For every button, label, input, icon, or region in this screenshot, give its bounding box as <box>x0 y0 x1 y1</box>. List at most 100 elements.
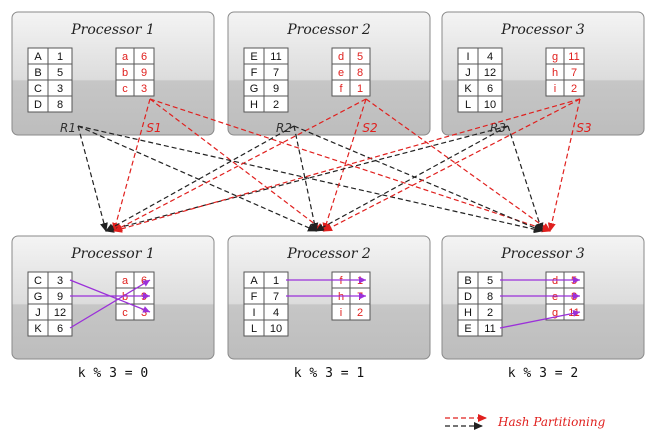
join-arrow <box>69 279 151 329</box>
s-table-cell <box>133 79 155 97</box>
shuffle-arrow-r3-to-p1 <box>105 125 509 233</box>
s-table-key: i <box>554 83 556 95</box>
r-table-key: G <box>34 291 43 303</box>
r-table-key: I <box>252 307 255 319</box>
processor-title: Processor 2 <box>286 22 371 38</box>
s-table-key: a <box>122 51 129 63</box>
r-table-cell <box>47 95 73 113</box>
r-table-value: 2 <box>273 99 279 111</box>
s-table-value: 8 <box>571 291 577 303</box>
r-table-cell <box>263 319 289 337</box>
shuffle-arrow-r1-to-p3 <box>77 125 543 234</box>
s-table-value: 9 <box>141 291 147 303</box>
r-table-value: 12 <box>54 307 66 319</box>
s-table-key: e <box>552 291 558 303</box>
r-table-value: 2 <box>487 307 493 319</box>
shuffle-arrow-r3-to-p2 <box>315 125 509 232</box>
r-table-key: G <box>250 83 259 95</box>
r-table-key: C <box>34 83 42 95</box>
s-table-key: b <box>122 67 128 79</box>
shuffle-arrow-s3-to-p3 <box>547 98 581 232</box>
shuffle-arrow-r1-to-p1 <box>77 125 108 232</box>
r-table-key: J <box>35 307 41 319</box>
s-table-value: 3 <box>141 307 147 319</box>
s-table-value: 7 <box>357 291 363 303</box>
s-table-value: 1 <box>357 275 363 287</box>
processor-title: Processor 1 <box>70 246 155 262</box>
s-table-value: 2 <box>357 307 363 319</box>
r-table-value: 12 <box>484 67 496 79</box>
r-table-value: 6 <box>487 83 493 95</box>
s-partition-label: S3 <box>576 121 591 135</box>
r-table-key: J <box>465 67 471 79</box>
s-table-key: d <box>552 275 558 287</box>
shuffle-arrow-s2-to-p2 <box>322 98 367 232</box>
s-table-cell <box>349 303 371 321</box>
join-arrow <box>499 309 581 329</box>
r-table-key: B <box>464 275 471 287</box>
r-table-value: 8 <box>487 291 493 303</box>
r-table-key: E <box>464 323 471 335</box>
s-table-cell <box>563 79 585 97</box>
r-table-key: F <box>251 67 258 79</box>
r-table-key: A <box>34 51 42 63</box>
r-table-value: 10 <box>270 323 282 335</box>
shuffle-arrow-s3-to-p2 <box>323 98 581 232</box>
r-table-value: 3 <box>57 83 63 95</box>
r-table-value: 4 <box>487 51 493 63</box>
s-table-value: 3 <box>141 83 147 95</box>
s-table-key: f <box>339 83 343 95</box>
r-table-value: 11 <box>270 51 281 63</box>
r-partition-label: R1 <box>60 121 76 135</box>
r-table-key: C <box>34 275 42 287</box>
r-table-key: L <box>465 99 471 111</box>
s-table-value: 7 <box>571 67 577 79</box>
processor-title: Processor 3 <box>500 246 585 262</box>
s-table-value: 8 <box>357 67 363 79</box>
s-table-key: c <box>122 307 128 319</box>
r-table-key: D <box>34 99 42 111</box>
s-table-key: i <box>340 307 342 319</box>
r-table: I 4J 12K 6L 10 <box>457 47 503 113</box>
r-table-key: D <box>464 291 472 303</box>
r-table-key: E <box>250 51 257 63</box>
s-table-key: b <box>122 291 128 303</box>
shuffle-arrow-r2-to-p3 <box>293 125 543 232</box>
shuffle-arrow-s1-to-p2 <box>149 98 325 232</box>
shuffle-arrow-s3-to-p1 <box>113 98 581 233</box>
r-table-value: 3 <box>57 275 63 287</box>
s-table-key: g <box>552 307 558 319</box>
r-table-value: 10 <box>484 99 496 111</box>
s-table-cell <box>349 79 371 97</box>
shuffle-arrow-r1-to-p2 <box>77 125 317 232</box>
s-table-value: 2 <box>571 83 577 95</box>
partition-caption: k % 3 = 1 <box>294 366 364 381</box>
processor-title: Processor 2 <box>286 246 371 262</box>
r-table-value: 1 <box>57 51 63 63</box>
s-table-value: 1 <box>357 83 363 95</box>
r-table-key: I <box>466 51 469 63</box>
r-table-value: 7 <box>273 67 279 79</box>
legend-label: Hash Partitioning <box>497 415 606 429</box>
s-partition-label: S1 <box>146 121 161 135</box>
s-table-key: g <box>552 51 558 63</box>
shuffle-arrow-r2-to-p1 <box>105 125 295 232</box>
r-table-key: F <box>251 291 258 303</box>
r-table-cell <box>47 319 73 337</box>
r-partition-label: R2 <box>276 121 292 135</box>
shuffle-arrow-s2-to-p3 <box>365 98 551 232</box>
s-table-value: 6 <box>141 51 147 63</box>
r-table-value: 4 <box>273 307 279 319</box>
r-table-key: K <box>464 83 472 95</box>
